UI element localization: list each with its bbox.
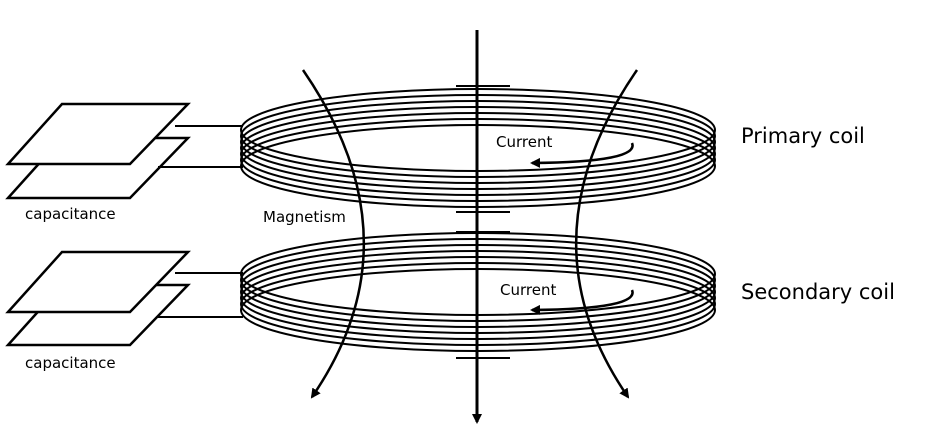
magnetism-arrow-right [575, 69, 639, 399]
capacitance-label-bottom: capacitance [25, 354, 116, 372]
secondary-coil-label: Secondary coil [741, 280, 895, 304]
capacitor-top-plate-front [5, 102, 191, 166]
capacitor-bottom [5, 250, 191, 347]
current-arrow-primary [530, 142, 634, 168]
capacitor-top [5, 102, 191, 200]
capacitor-bottom-plate-front [5, 250, 191, 314]
capacitor-bottom-leads [158, 272, 243, 318]
current-arrow-secondary [530, 289, 634, 315]
capacitance-label-top: capacitance [25, 205, 116, 223]
magnetism-arrow-left [301, 69, 365, 399]
current-label-secondary: Current [498, 281, 559, 299]
capacitor-top-leads [158, 125, 243, 168]
primary-coil-label: Primary coil [741, 124, 865, 148]
magnetism-label: Magnetism [263, 208, 346, 226]
current-label-primary: Current [494, 133, 555, 151]
